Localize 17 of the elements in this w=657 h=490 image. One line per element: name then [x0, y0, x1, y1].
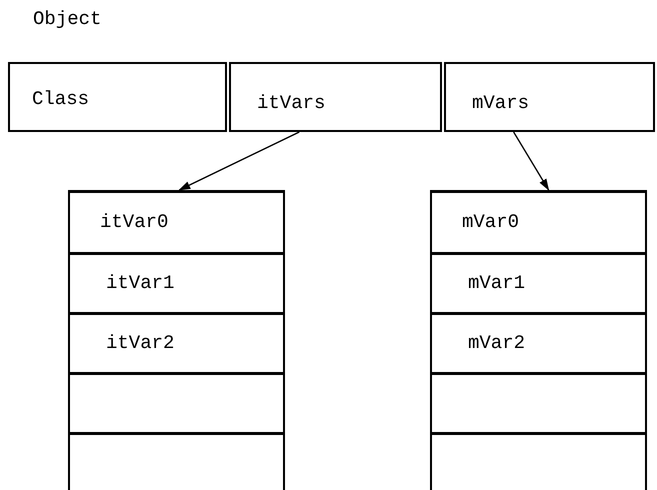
field-name: mVars	[472, 92, 530, 114]
record-heading: Object	[33, 8, 102, 30]
field-name: mVar1	[468, 272, 526, 294]
arrow	[178, 131, 300, 191]
record-field	[8, 62, 227, 132]
field-name: mVar2	[468, 332, 526, 354]
record-field	[444, 62, 655, 132]
field-name: itVar2	[106, 332, 174, 354]
field-name: Class	[32, 88, 90, 110]
array-column	[68, 190, 285, 490]
field-name: itVar1	[106, 272, 174, 294]
field-name: itVar0	[100, 211, 168, 233]
array-column	[430, 190, 647, 490]
field-name: itVars	[257, 92, 326, 114]
record-field	[229, 62, 442, 132]
arrow	[513, 132, 550, 191]
field-name: mVar0	[462, 211, 520, 233]
